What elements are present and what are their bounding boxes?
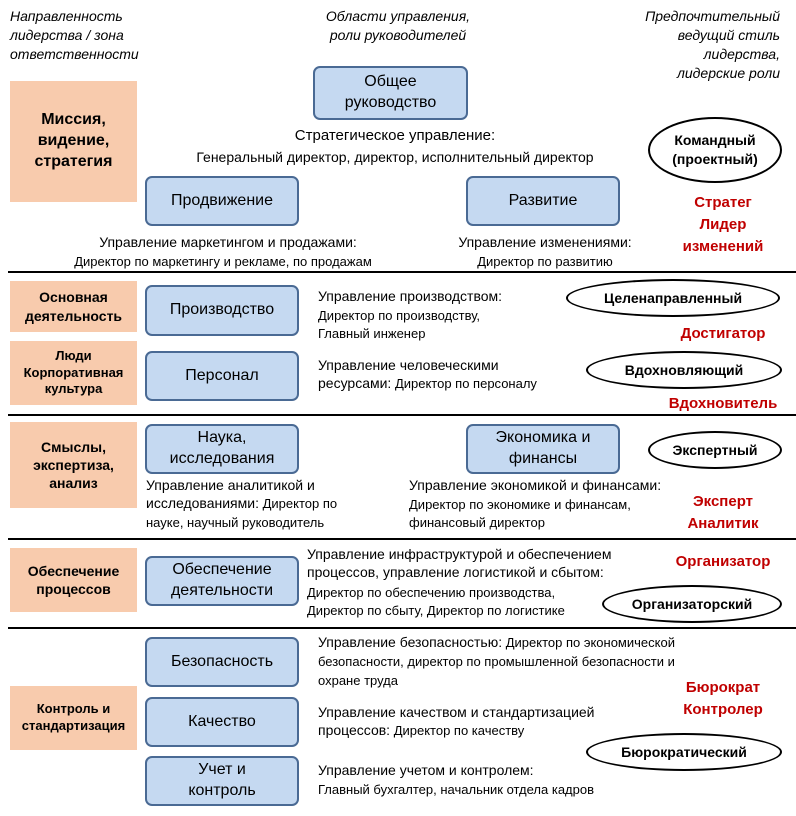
marketing-title: Управление маркетингом и продажами: <box>99 234 357 250</box>
role-organizer: Организатор <box>675 553 771 570</box>
role-strategist: Стратег Лидер изменений <box>682 194 764 255</box>
box-promotion: Продвижение <box>145 176 299 226</box>
box-support-activity: Обеспечение деятельности <box>145 556 299 606</box>
box-science: Наука, исследования <box>145 424 299 474</box>
econ-title: Управление экономикой и финансами: <box>409 477 662 493</box>
account-title: Управление учетом и контролем: <box>318 762 534 778</box>
box-economics: Экономика и финансы <box>466 424 620 474</box>
style-expert-oval: Экспертный <box>648 431 782 469</box>
zone-core: Основная деятельность <box>10 281 137 332</box>
analytics-block: Управление аналитикой и исследованиями: … <box>146 476 406 532</box>
separator-1 <box>8 271 796 273</box>
header-right: Предпочтительный ведущий стиль лидерства… <box>645 8 780 81</box>
infra-title: Управление инфраструктурой и обеспечение… <box>307 546 612 580</box>
quality-block: Управление качеством и стандартизацией п… <box>318 703 678 740</box>
security-block: Управление безопасностью: Директор по эк… <box>318 633 758 690</box>
header-center: Области управления, роли руководителей <box>325 8 471 43</box>
separator-3 <box>8 538 796 540</box>
box-production: Производство <box>145 285 299 336</box>
box-quality: Качество <box>145 697 299 747</box>
box-personnel: Персонал <box>145 351 299 401</box>
production-roles: Директор по производству, Главный инжене… <box>318 308 481 341</box>
hr-title-line1: Управление человеческими <box>318 357 499 373</box>
security-roles-1: Директор по экономической <box>502 635 675 650</box>
header-left: Направленность лидерства / зона ответств… <box>10 8 139 62</box>
role-bureaucrat-controller: Бюрократ Контролер <box>683 679 763 718</box>
style-purposeful-oval: Целенаправленный <box>566 279 780 317</box>
box-general-management: Общее руководство <box>313 66 468 120</box>
box-security: Безопасность <box>145 637 299 687</box>
econ-roles: Директор по экономике и финансам, финанс… <box>409 497 631 530</box>
analytics-roles-2: науке, научный руководитель <box>146 515 325 530</box>
quality-title-line1: Управление качеством и стандартизацией <box>318 704 595 720</box>
style-command-oval: Командный (проектный) <box>648 117 782 183</box>
hr-title-line2: ресурсами: <box>318 375 392 391</box>
marketing-roles: Директор по маркетингу и рекламе, по про… <box>74 254 372 269</box>
separator-4 <box>8 627 796 629</box>
separator-2 <box>8 414 796 416</box>
style-organizational-oval: Организаторский <box>602 585 782 623</box>
zone-people: Люди Корпоративная культура <box>10 341 137 405</box>
analytics-title-line2: исследованиями: <box>146 495 259 511</box>
account-roles: Главный бухгалтер, начальник отдела кадр… <box>318 782 595 797</box>
hr-title: Управление человеческими ресурсами: Дире… <box>318 356 598 393</box>
quality-title-line2: процессов: <box>318 722 391 738</box>
role-inspirer: Вдохновитель <box>668 395 778 412</box>
box-accounting: Учет и контроль <box>145 756 299 806</box>
zone-support: Обеспечение процессов <box>10 548 137 612</box>
security-roles-2: безопасности, директор по промышленной б… <box>318 654 675 688</box>
box-development: Развитие <box>466 176 620 226</box>
infra-roles: Директор по обеспечению производства, Ди… <box>307 585 565 618</box>
production-title: Управление производством: <box>318 288 503 304</box>
zone-meaning: Смыслы, экспертиза, анализ <box>10 422 137 508</box>
quality-roles: Директор по качеству <box>390 723 525 738</box>
security-title: Управление безопасностью: <box>318 634 503 650</box>
strategic-title: Стратегическое управление: <box>294 127 496 144</box>
zone-mission: Миссия, видение, стратегия <box>10 81 137 202</box>
role-expert-analyst: Эксперт Аналитик <box>687 493 759 532</box>
hr-roles: Директор по персоналу <box>391 376 537 391</box>
change-roles: Директор по развитию <box>477 254 613 269</box>
style-bureaucratic-oval: Бюрократический <box>586 733 782 771</box>
analytics-title-line1: Управление аналитикой и <box>146 477 315 493</box>
style-inspiring-oval: Вдохновляющий <box>586 351 782 389</box>
analytics-roles-1: Директор по <box>258 496 338 511</box>
strategic-roles: Генеральный директор, директор, исполнит… <box>196 149 594 165</box>
change-title: Управление изменениями: <box>458 234 632 250</box>
zone-control: Контроль и стандартизация <box>10 686 137 750</box>
role-achiever: Достигатор <box>680 325 766 342</box>
